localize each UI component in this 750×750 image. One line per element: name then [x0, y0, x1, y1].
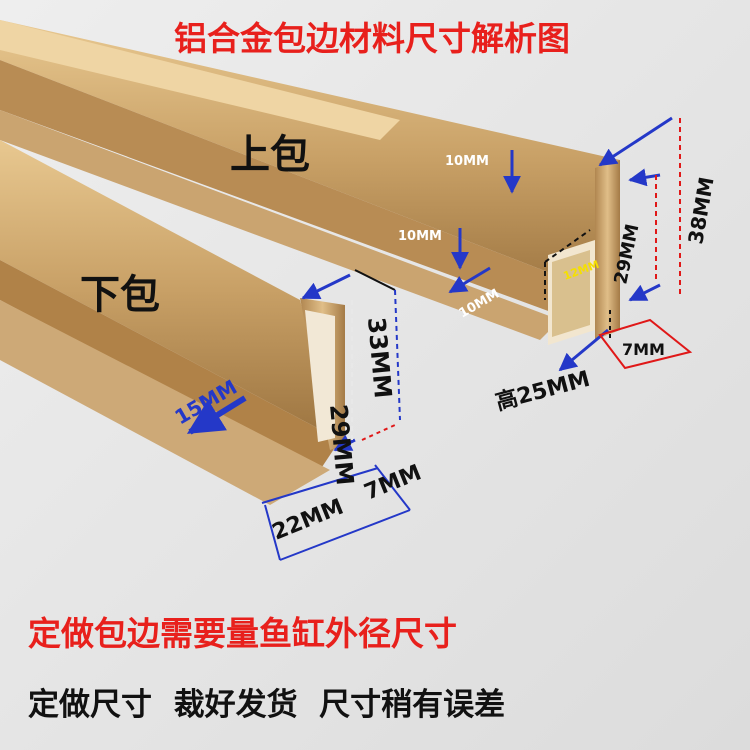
- lower-label: 下包: [80, 272, 160, 318]
- upper-dimensions: [448, 116, 693, 372]
- page-title: 铝合金包边材料尺寸解析图: [174, 19, 570, 58]
- footer-note: 定做尺寸 裁好发货 尺寸稍有误差: [28, 687, 505, 723]
- dim-label: 10MM: [398, 229, 442, 244]
- upper-profile: [0, 20, 620, 345]
- lower-profile: [0, 140, 345, 505]
- upper-label: 上包: [230, 132, 310, 178]
- lower-dimensions: [186, 269, 411, 561]
- arrow-left-icon: [186, 395, 247, 435]
- arrow-left-icon: [448, 266, 491, 294]
- custom-notice: 定做包边需要量鱼缸外径尺寸: [28, 614, 457, 653]
- dim-label: 10MM: [445, 154, 489, 169]
- dim-label: 7MM: [622, 340, 665, 359]
